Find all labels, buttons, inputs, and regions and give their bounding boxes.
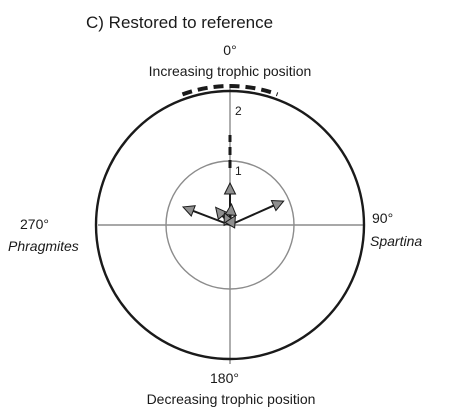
vector-head-1 [223, 181, 237, 195]
vector-head-3 [270, 199, 285, 212]
vector-head-7 [224, 214, 236, 229]
degree-label-left: 270° [20, 216, 49, 232]
vector-head-5 [224, 202, 237, 216]
degree-label-right: 90° [372, 210, 393, 226]
confidence-arc [181, 84, 279, 97]
direction-label-bottom: Decreasing trophic position [147, 391, 316, 407]
direction-label-right: Spartina [370, 233, 422, 249]
degree-label-top: 0° [223, 42, 236, 58]
outer-ring [94, 89, 366, 361]
direction-label-left: Phragmites [8, 238, 79, 254]
ring-label-1: 1 [235, 164, 242, 178]
vector-shaft-3 [229, 204, 275, 226]
vector-group [181, 181, 285, 229]
vector-head-2 [181, 205, 196, 217]
degree-label-bottom: 180° [210, 370, 239, 386]
ring-label-2: 2 [235, 104, 242, 118]
direction-label-top: Increasing trophic position [149, 63, 312, 79]
vector-head-4 [214, 206, 228, 221]
panel-title: C) Restored to reference [86, 13, 273, 32]
